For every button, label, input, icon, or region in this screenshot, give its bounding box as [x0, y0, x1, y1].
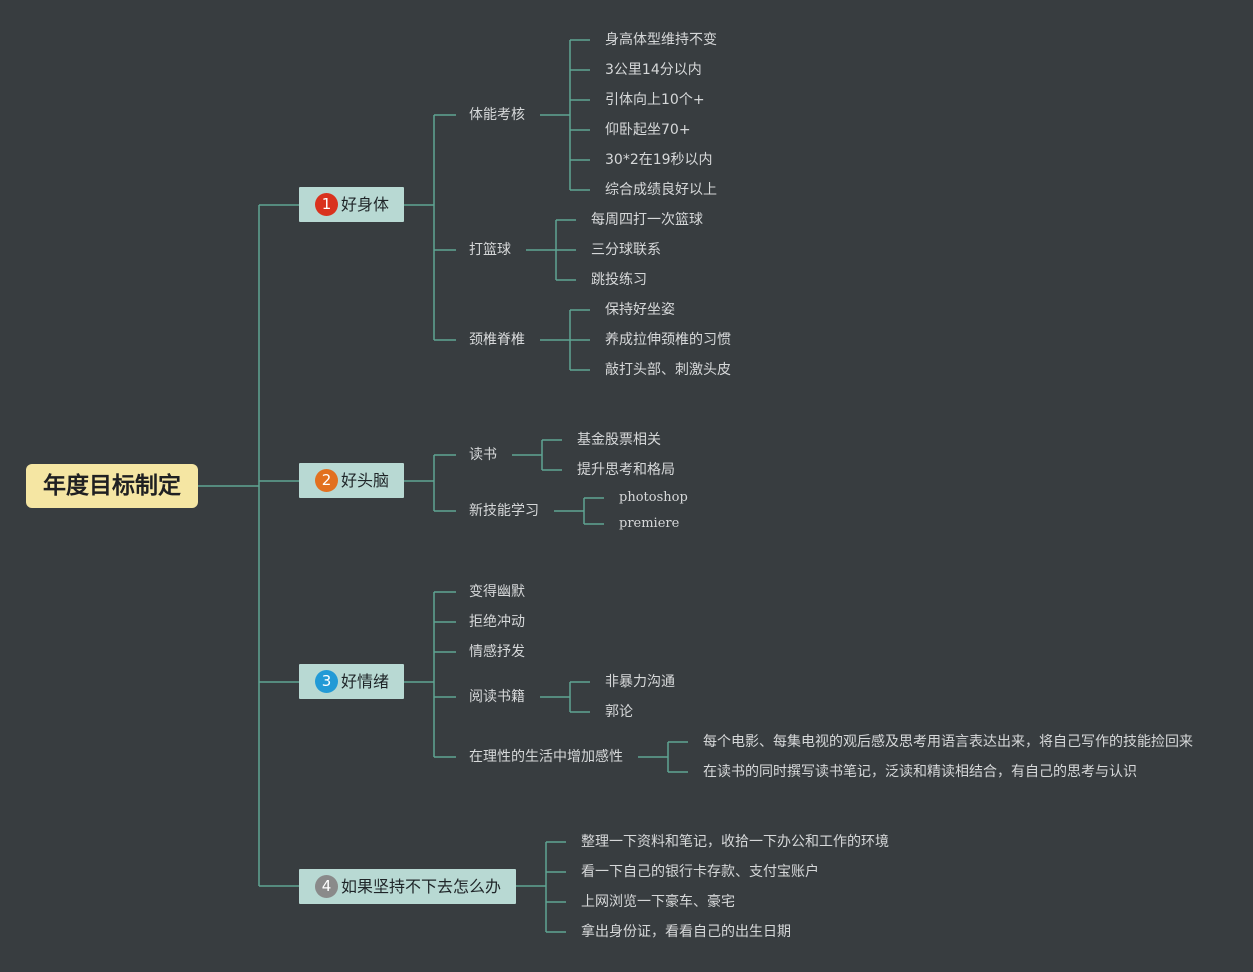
- leaf-topic[interactable]: 综合成绩良好以上: [605, 182, 717, 198]
- leaf-topic[interactable]: photoshop: [619, 490, 688, 505]
- topic-good-mood[interactable]: 3 好情绪: [299, 664, 404, 699]
- leaf-topic[interactable]: 提升思考和格局: [577, 462, 675, 478]
- leaf-topic[interactable]: 保持好坐姿: [605, 302, 675, 318]
- topic-label: 好头脑: [341, 471, 390, 490]
- leaf-topic[interactable]: 敲打头部、刺激头皮: [605, 362, 731, 378]
- leaf-topic[interactable]: 基金股票相关: [577, 432, 661, 448]
- topic-if-cannot-persist[interactable]: 4 如果坚持不下去怎么办: [299, 869, 516, 904]
- subtopic-browse-luxury[interactable]: 上网浏览一下豪车、豪宅: [581, 894, 735, 910]
- topic-label: 好身体: [341, 195, 390, 214]
- subtopic-reading[interactable]: 读书: [469, 447, 497, 463]
- subtopic-no-impulse[interactable]: 拒绝冲动: [469, 614, 525, 630]
- topic-label: 好情绪: [341, 672, 390, 691]
- leaf-topic[interactable]: 身高体型维持不变: [605, 32, 717, 48]
- priority-3-badge: 3: [315, 670, 338, 693]
- priority-1-badge: 1: [315, 193, 338, 216]
- leaf-topic[interactable]: 养成拉伸颈椎的习惯: [605, 332, 731, 348]
- leaf-topic[interactable]: 郭论: [605, 704, 633, 720]
- subtopic-humor[interactable]: 变得幽默: [469, 584, 525, 600]
- topic-good-body[interactable]: 1 好身体: [299, 187, 404, 222]
- leaf-topic[interactable]: 在读书的同时撰写读书笔记，泛读和精读相结合，有自己的思考与认识: [703, 764, 1137, 780]
- root-topic[interactable]: 年度目标制定: [26, 464, 198, 508]
- subtopic-basketball[interactable]: 打篮球: [469, 242, 511, 258]
- subtopic-check-savings[interactable]: 看一下自己的银行卡存款、支付宝账户: [581, 864, 819, 880]
- leaf-topic[interactable]: 跳投练习: [591, 272, 647, 288]
- leaf-topic[interactable]: 每个电影、每集电视的观后感及思考用语言表达出来，将自己写作的技能捡回来: [703, 734, 1193, 750]
- priority-2-badge: 2: [315, 469, 338, 492]
- leaf-topic[interactable]: 30*2在19秒以内: [605, 152, 713, 168]
- leaf-topic[interactable]: 三分球联系: [591, 242, 661, 258]
- leaf-topic[interactable]: 仰卧起坐70+: [605, 122, 691, 138]
- subtopic-add-sensibility[interactable]: 在理性的生活中增加感性: [469, 749, 623, 765]
- leaf-topic[interactable]: 每周四打一次篮球: [591, 212, 703, 228]
- subtopic-spine[interactable]: 颈椎脊椎: [469, 332, 525, 348]
- topic-good-mind[interactable]: 2 好头脑: [299, 463, 404, 498]
- subtopic-fitness-test[interactable]: 体能考核: [469, 107, 525, 123]
- leaf-topic[interactable]: 非暴力沟通: [605, 674, 675, 690]
- subtopic-tidy-up[interactable]: 整理一下资料和笔记，收拾一下办公和工作的环境: [581, 834, 889, 850]
- leaf-topic[interactable]: 3公里14分以内: [605, 62, 702, 78]
- subtopic-expression[interactable]: 情感抒发: [469, 644, 525, 660]
- topic-label: 如果坚持不下去怎么办: [341, 877, 502, 896]
- leaf-topic[interactable]: 引体向上10个+: [605, 92, 705, 108]
- subtopic-read-books[interactable]: 阅读书籍: [469, 689, 525, 705]
- subtopic-check-id[interactable]: 拿出身份证，看看自己的出生日期: [581, 924, 791, 940]
- priority-4-badge: 4: [315, 875, 338, 898]
- leaf-topic[interactable]: premiere: [619, 516, 680, 531]
- subtopic-new-skills[interactable]: 新技能学习: [469, 503, 539, 519]
